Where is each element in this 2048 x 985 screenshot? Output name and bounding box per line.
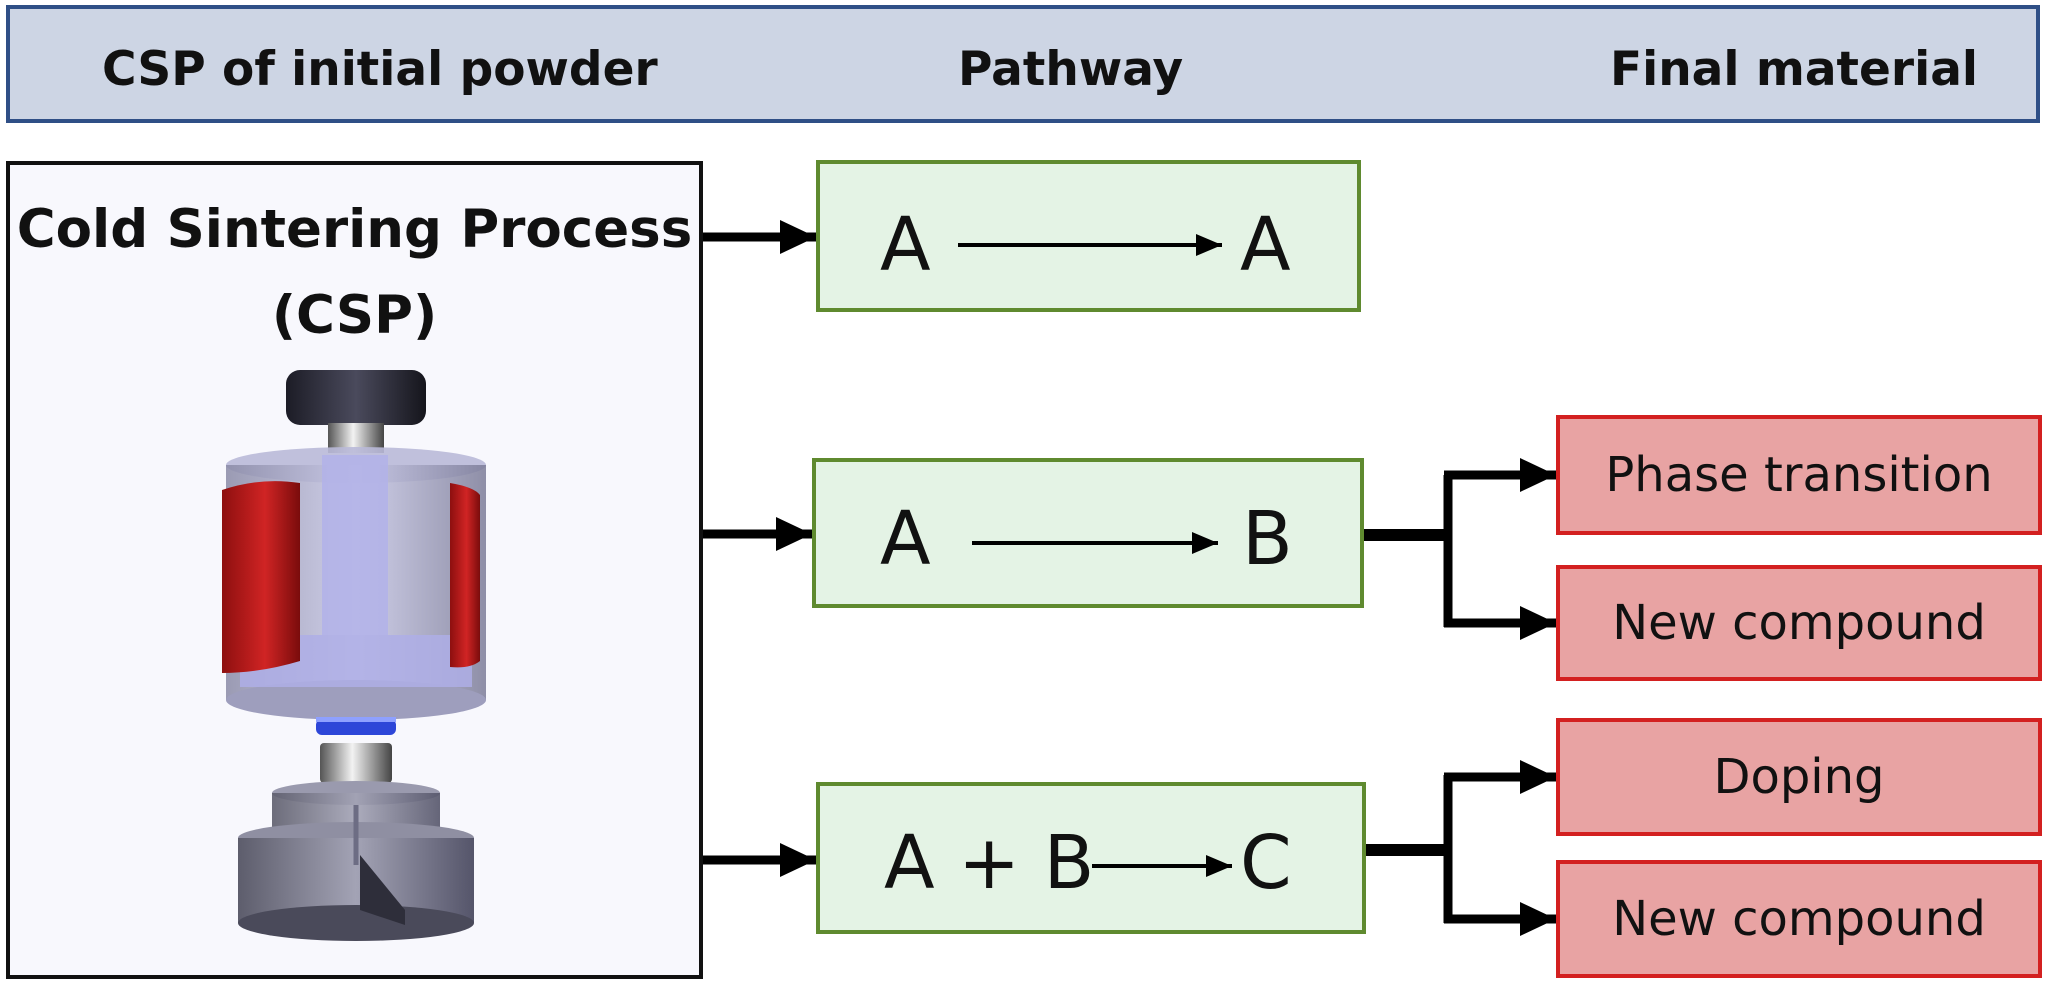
csp-title-line1: Cold Sintering Process [16, 199, 693, 260]
final-box-doping: Doping [1556, 718, 2042, 836]
pathway-1-from: A [880, 202, 931, 288]
header-bar: CSP of initial powder Pathway Final mate… [6, 5, 2040, 123]
pathway-2-to: B [1242, 496, 1293, 582]
pathway-3-from: A + B [884, 820, 1095, 906]
final-label-doping: Doping [1713, 749, 1885, 805]
final-label-phase-transition: Phase transition [1605, 447, 1993, 503]
csp-title-line2: (CSP) [271, 285, 438, 346]
pathway-box-1 [816, 160, 1361, 312]
final-box-new-compound-1: New compound [1556, 565, 2042, 681]
header-col-initial: CSP of initial powder [102, 42, 658, 97]
final-box-new-compound-2: New compound [1556, 860, 2042, 978]
cold-sintering-press-icon [222, 370, 486, 941]
final-label-new-compound-2: New compound [1612, 891, 1986, 947]
header-col-final: Final material [1610, 42, 1979, 97]
csp-panel: Cold Sintering Process (CSP) [6, 161, 703, 979]
pathway-box-3 [816, 782, 1366, 934]
header-col-pathway: Pathway [958, 42, 1184, 97]
final-label-new-compound-1: New compound [1612, 595, 1986, 651]
pathway-box-2 [812, 458, 1364, 608]
pathway-2-from: A [880, 496, 931, 582]
csp-title: Cold Sintering Process (CSP) [10, 187, 699, 359]
final-box-phase-transition: Phase transition [1556, 415, 2042, 535]
pathway-1-to: A [1240, 202, 1291, 288]
pathway-3-to: C [1240, 820, 1292, 906]
